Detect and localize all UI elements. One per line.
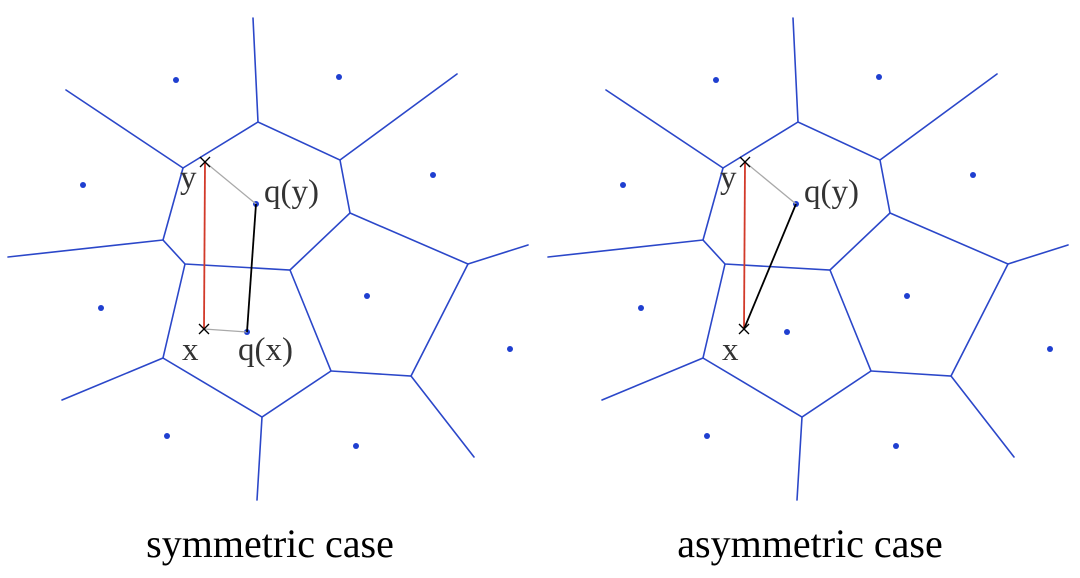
site-dot [638, 305, 644, 311]
site-dot [713, 77, 719, 83]
voronoi-sites [80, 74, 513, 449]
label-q-x: q(x) [238, 332, 293, 368]
label-q-y: q(y) [804, 174, 859, 210]
label-y: y [180, 160, 197, 196]
cross-y [199, 156, 211, 168]
cross-y [739, 156, 751, 168]
site-dot [876, 74, 882, 80]
site-dot [98, 305, 104, 311]
voronoi-edges [547, 17, 1069, 501]
site-dot [430, 172, 436, 178]
label-q-y: q(y) [264, 174, 319, 210]
site-dot [970, 172, 976, 178]
caption-symmetric: symmetric case [146, 521, 394, 566]
site-dot [784, 329, 790, 335]
caption-asymmetric: asymmetric case [677, 521, 942, 566]
label-x: x [182, 332, 199, 368]
voronoi-sites [620, 74, 1053, 449]
segment-x-qy [743, 203, 797, 330]
label-y: y [720, 160, 737, 196]
projection-x-to-qx [203, 328, 248, 333]
site-dot [364, 293, 370, 299]
site-dot [1047, 346, 1053, 352]
label-x: x [722, 332, 739, 368]
site-dot [620, 182, 626, 188]
segment-qx-qy [246, 203, 257, 333]
voronoi-edges [7, 17, 529, 501]
cross-x [198, 323, 210, 335]
projection-y-to-qy [744, 161, 797, 205]
site-dot [80, 182, 86, 188]
site-dot [893, 443, 899, 449]
cross-x [738, 323, 750, 335]
site-dot [507, 346, 513, 352]
segment-x-y [203, 161, 206, 330]
panel-symmetric: y q(y) x q(x) symmetric case [7, 17, 529, 566]
site-dot [704, 433, 710, 439]
site-dot [904, 293, 910, 299]
segment-x-y [743, 161, 746, 330]
projection-y-to-qy [204, 161, 257, 205]
site-dot [173, 77, 179, 83]
site-dot [164, 433, 170, 439]
site-dot [336, 74, 342, 80]
site-dot [353, 443, 359, 449]
panel-asymmetric: y q(y) x asymmetric case [547, 17, 1069, 566]
